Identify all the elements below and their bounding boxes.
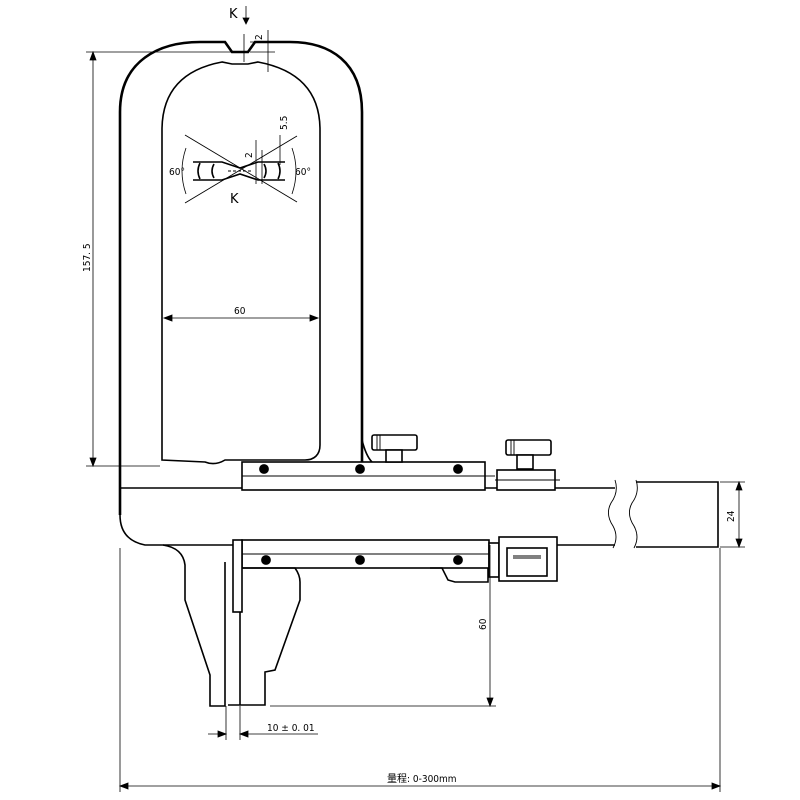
dimension-lines	[86, 6, 745, 792]
upper-slide-bar	[241, 461, 495, 491]
jaw-tip-width-label: 10 ± 0. 01	[267, 723, 315, 734]
screw-icon	[355, 464, 365, 474]
angle-right-label: 60°	[295, 167, 311, 178]
section-mark-top-label: K	[229, 7, 238, 22]
frame-height-label: 157. 5	[82, 243, 93, 272]
lower-sliding-jaw	[162, 536, 558, 707]
fine-adjust-block	[495, 469, 560, 491]
locking-knob-right[interactable]	[505, 439, 552, 470]
screw-icon	[453, 555, 463, 565]
screw-icon	[355, 555, 365, 565]
locking-knob-left[interactable]	[371, 434, 418, 463]
angle-left-label: 60°	[169, 167, 185, 178]
notch-width-label: 2	[244, 152, 255, 158]
u-frame	[118, 40, 373, 515]
screw-icon	[261, 555, 271, 565]
notch-offset-label: 5.5	[279, 116, 290, 130]
beam-height-label: 24	[726, 510, 737, 522]
notch-detail-view	[181, 134, 298, 204]
measuring-range-label: 量程: 0-300mm	[387, 773, 457, 785]
notch-depth-label: 2	[254, 34, 265, 40]
throat-width-label: 60	[234, 306, 246, 317]
screw-icon	[259, 464, 269, 474]
jaw-depth-label: 60	[478, 618, 489, 630]
screw-icon	[453, 464, 463, 474]
section-mark-view-label: K	[230, 192, 239, 207]
